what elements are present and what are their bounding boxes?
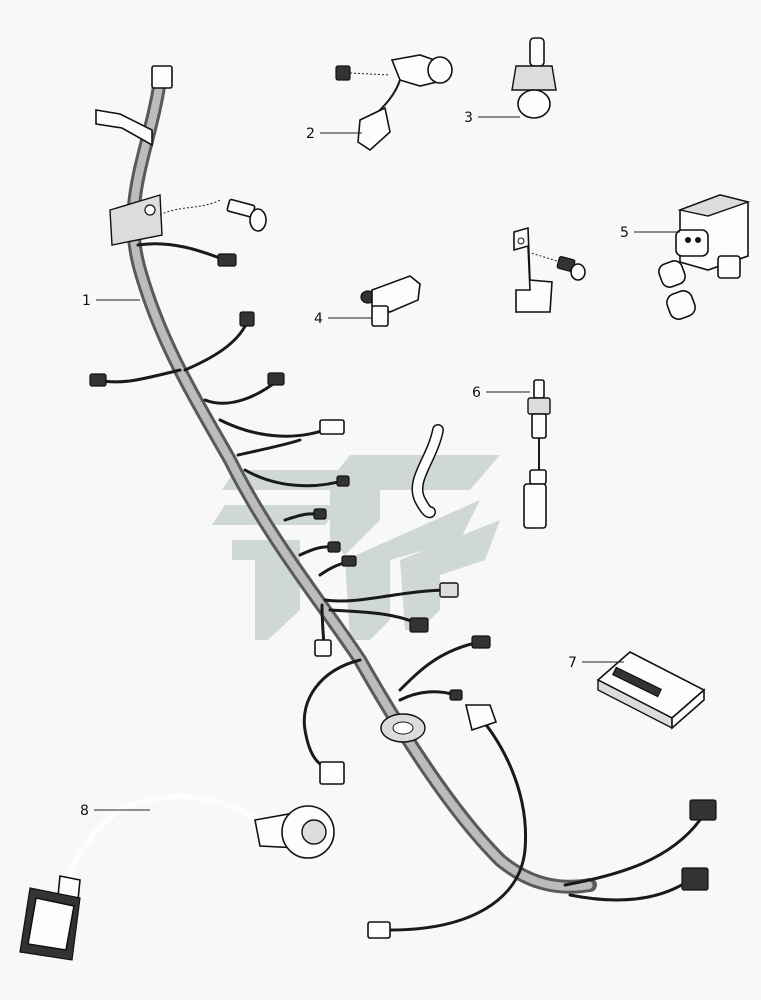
callout-4: 4	[314, 311, 372, 327]
callout-label: 6	[472, 385, 481, 401]
callout-label: 1	[82, 293, 91, 309]
harness-bracket-top	[95, 109, 153, 147]
callout-label: 3	[464, 110, 473, 126]
lower-clip	[464, 704, 498, 732]
callout-label: 7	[568, 655, 577, 671]
callout-label: 5	[620, 225, 629, 241]
wiring-harness	[89, 65, 717, 939]
vacuum-hose	[411, 424, 444, 519]
company-logo-icon	[212, 455, 500, 640]
crankshaft-sensor	[335, 54, 453, 152]
mounting-bracket	[513, 226, 586, 313]
harness-bracket-mid	[109, 194, 163, 246]
callout-2: 2	[306, 126, 362, 142]
sensor-clip	[360, 275, 421, 327]
bracket-bolt	[159, 198, 267, 232]
oxygen-sensor	[523, 379, 551, 529]
harness-top-connector	[151, 65, 173, 89]
solenoid-valve	[658, 194, 751, 320]
temperature-sensor	[511, 37, 557, 119]
callout-1: 1	[82, 293, 140, 309]
callout-label: 2	[306, 126, 315, 142]
callout-label: 4	[314, 311, 323, 327]
callout-label: 8	[80, 803, 89, 819]
callout-8: 8	[80, 803, 150, 819]
callout-3: 3	[464, 110, 520, 126]
callout-5: 5	[620, 225, 680, 241]
knock-sensor	[19, 793, 335, 961]
control-unit	[596, 651, 706, 730]
callout-7: 7	[568, 655, 624, 671]
callout-6: 6	[472, 385, 530, 401]
